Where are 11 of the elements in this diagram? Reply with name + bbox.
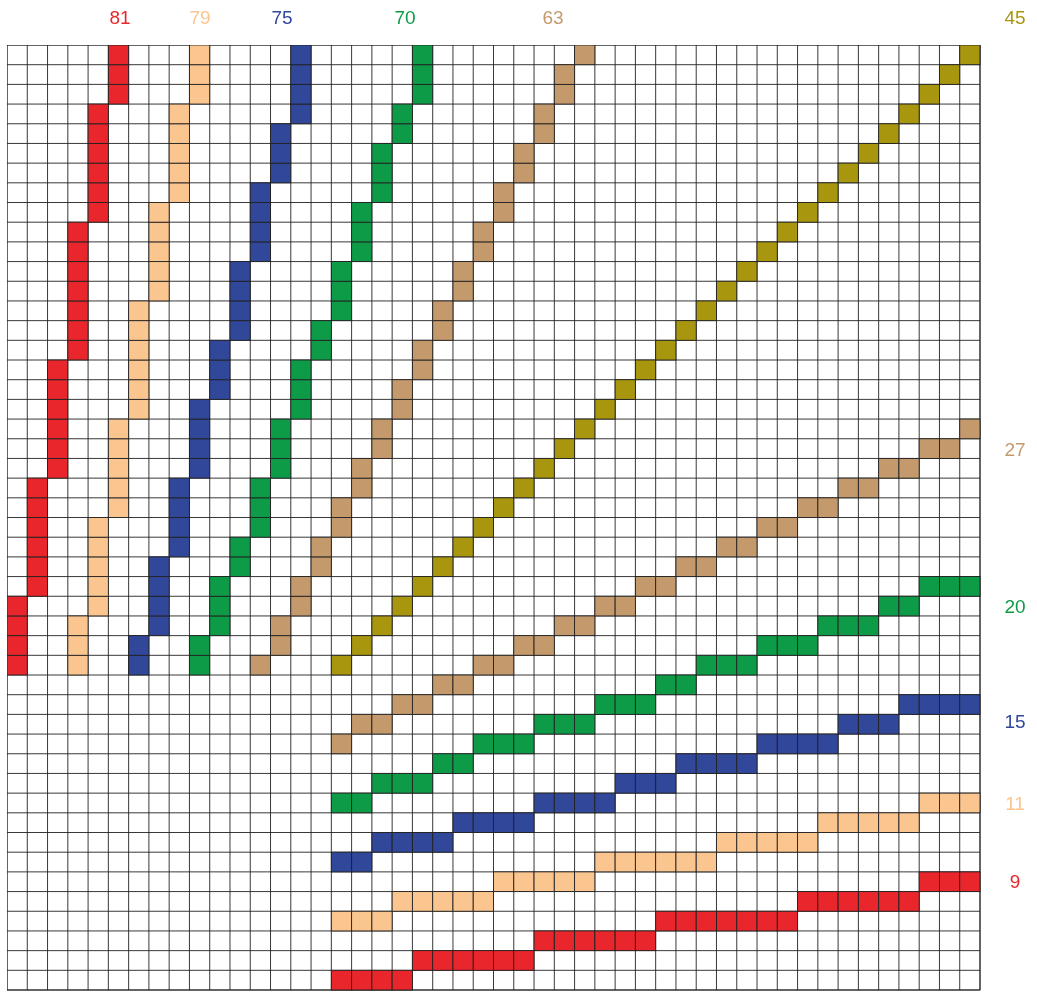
- angle-label: 15: [1004, 712, 1026, 731]
- angle-label: 9: [1009, 872, 1021, 891]
- angle-label: 79: [189, 8, 211, 27]
- angle-label: 75: [271, 8, 293, 27]
- angle-label: 45: [1004, 8, 1026, 27]
- angle-label: 63: [542, 8, 564, 27]
- angle-label: 20: [1004, 597, 1026, 616]
- angle-label: 11: [1005, 794, 1025, 813]
- angle-label: 70: [394, 8, 416, 27]
- angle-label: 81: [109, 8, 131, 27]
- angle-label: 27: [1004, 440, 1026, 459]
